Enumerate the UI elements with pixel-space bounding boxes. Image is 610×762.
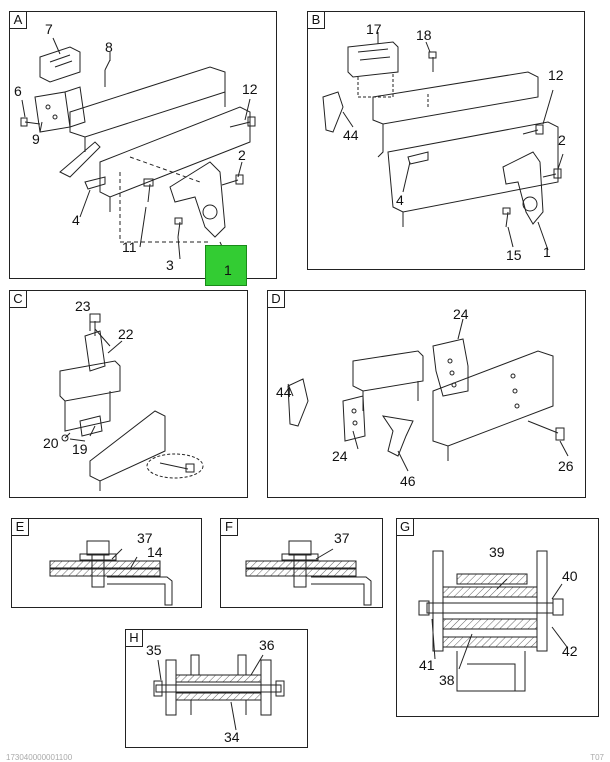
- panel-c: C 23 22 20 19: [9, 290, 248, 498]
- footer-code: T07: [590, 753, 604, 762]
- callout-b-18: 18: [416, 27, 432, 43]
- callout-a-11: 11: [122, 239, 137, 255]
- panel-b-tag: B: [308, 12, 325, 29]
- panel-h-tag: H: [126, 630, 143, 647]
- callout-c-22: 22: [118, 326, 134, 342]
- panel-e: E 37 14: [11, 518, 202, 608]
- panel-b-drawing: 17 18 12 44 2 4 15 1: [322, 21, 566, 263]
- panel-c-tag: C: [10, 291, 27, 308]
- callout-a-3: 3: [166, 257, 174, 273]
- panel-a-tag: A: [10, 12, 27, 29]
- panel-e-drawing: 37 14: [49, 530, 173, 606]
- footer-id: 173040000001100: [6, 753, 73, 762]
- callout-b-12: 12: [548, 67, 564, 83]
- panel-f-tag: F: [221, 519, 238, 536]
- callout-g-42: 42: [562, 643, 578, 659]
- callout-d-24: 24: [332, 448, 348, 464]
- panel-e-tag: E: [12, 519, 29, 536]
- panel-h-drawing: 35 36 34: [146, 637, 285, 745]
- panel-g-drawing: 39 40 41 42 38: [418, 544, 578, 692]
- callout-a-6: 6: [14, 83, 22, 99]
- callout-b-4: 4: [396, 192, 404, 208]
- callout-g-38: 38: [439, 672, 455, 688]
- callout-b-17: 17: [366, 21, 382, 37]
- callout-a-12: 12: [242, 81, 258, 97]
- callout-a-8: 8: [105, 39, 113, 55]
- callout-f-37: 37: [334, 530, 350, 546]
- callout-h-36: 36: [259, 637, 275, 653]
- callout-a-2: 2: [238, 147, 246, 163]
- panel-c-drawing: 23 22 20 19: [43, 298, 204, 491]
- callout-b-44: 44: [343, 127, 359, 143]
- callout-c-19: 19: [72, 441, 88, 457]
- callout-g-40: 40: [562, 568, 578, 584]
- callout-d-44: 44: [276, 384, 292, 400]
- callout-d-24-top: 24: [453, 306, 469, 322]
- callout-b-1: 1: [543, 244, 551, 260]
- panel-d-tag: D: [268, 291, 285, 308]
- callout-h-35: 35: [146, 642, 162, 658]
- callout-a-9: 9: [32, 131, 40, 147]
- callout-g-41: 41: [419, 657, 435, 673]
- highlight-box[interactable]: 1: [205, 245, 247, 286]
- callout-a-4: 4: [72, 212, 80, 228]
- callout-c-23: 23: [75, 298, 91, 314]
- callout-b-15: 15: [506, 247, 522, 263]
- callout-b-2: 2: [558, 132, 566, 148]
- panel-b: B 17 18 12 44 2 4 15 1: [307, 11, 585, 270]
- panel-g-tag: G: [397, 519, 414, 536]
- callout-e-37: 37: [137, 530, 153, 546]
- panel-d-drawing: 24 44 24 46 26: [276, 306, 574, 489]
- callout-c-20: 20: [43, 435, 59, 451]
- panel-f-drawing: 37: [245, 530, 372, 606]
- callout-d-26: 26: [558, 458, 574, 474]
- panel-h: H 35 36 34: [125, 629, 308, 748]
- callout-g-39: 39: [489, 544, 505, 560]
- panel-a-drawing: 7 8 6 12 9 2 4 11 3: [14, 21, 258, 273]
- panel-a: A: [9, 11, 277, 279]
- highlight-label: 1: [224, 262, 232, 278]
- callout-d-46: 46: [400, 473, 416, 489]
- callout-e-14: 14: [147, 544, 163, 560]
- panel-f: F 37: [220, 518, 383, 608]
- callout-h-34: 34: [224, 729, 240, 745]
- callout-a-7: 7: [45, 21, 53, 37]
- panel-d: D 24 44 24 46 26: [267, 290, 586, 498]
- panel-g: G 39 40 41 42 38: [396, 518, 599, 717]
